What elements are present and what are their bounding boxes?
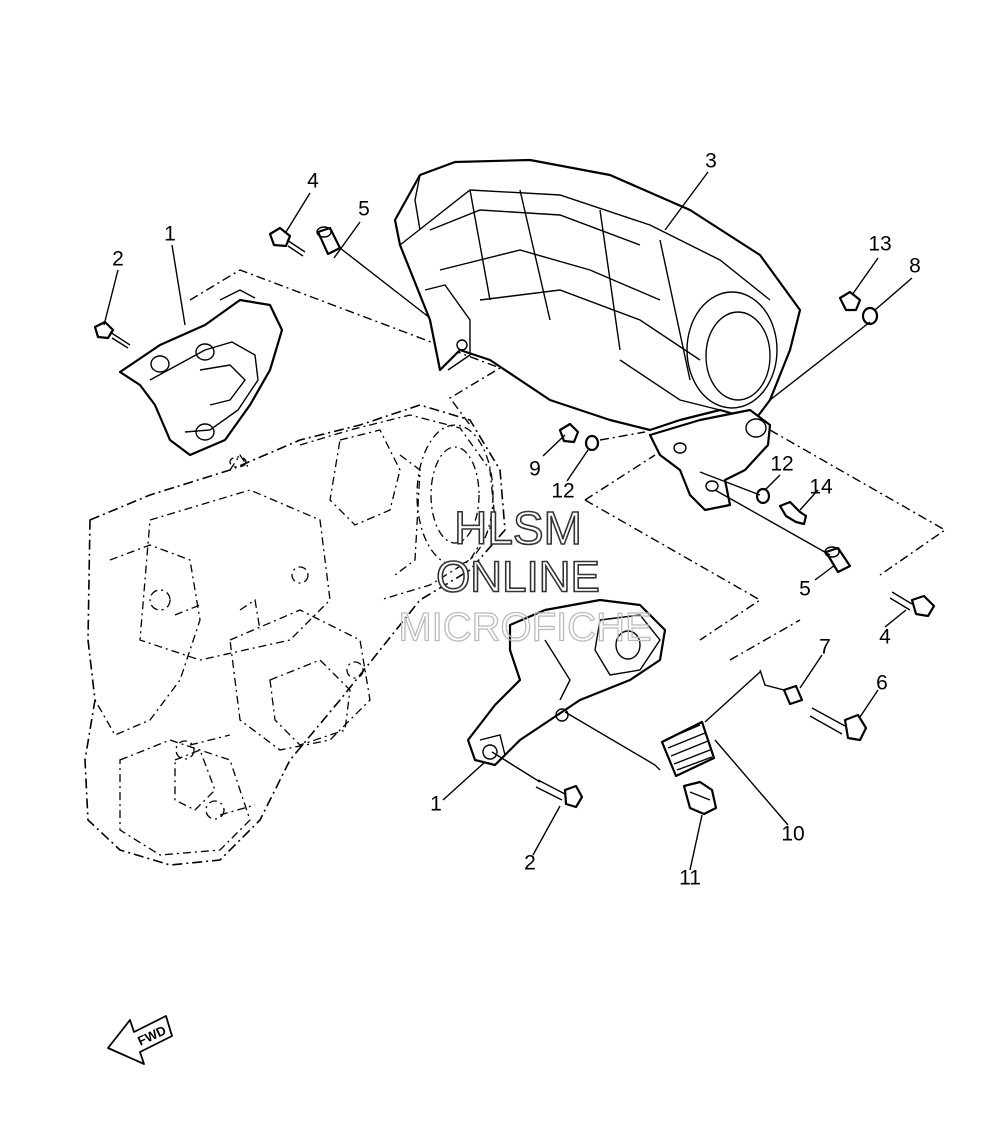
axis-line-5 xyxy=(339,247,431,319)
leader-dash-4 xyxy=(769,429,947,576)
callout-leaders xyxy=(103,171,913,871)
bolt-6 xyxy=(809,707,868,742)
callout-6: 6 xyxy=(876,672,888,695)
washer-12-right xyxy=(755,487,771,505)
engine-housing xyxy=(84,404,506,866)
callout-2-upper: 2 xyxy=(112,248,124,271)
callout-12-right: 12 xyxy=(770,453,793,476)
bolt-4-upper xyxy=(268,226,306,257)
collar-5-lower xyxy=(824,546,852,574)
watermark-line-1: HLSM xyxy=(454,502,582,554)
bolt-2-lower xyxy=(535,779,584,809)
callout-7: 7 xyxy=(819,636,831,659)
bolt-11 xyxy=(682,780,718,816)
watermark-line-3: MICROFICHE xyxy=(398,606,651,650)
axis-line-7 xyxy=(759,669,785,691)
fwd-arrow-icon: FWD xyxy=(107,1015,173,1065)
watermark-line-2: ONLINE xyxy=(436,553,600,602)
axis-line-12 xyxy=(699,471,761,496)
axis-line-5b xyxy=(714,489,831,556)
leader-dash-3 xyxy=(584,499,762,641)
nut-13 xyxy=(838,290,862,312)
callout-13: 13 xyxy=(868,233,891,256)
nipple-14 xyxy=(778,500,808,526)
callout-4-upper: 4 xyxy=(307,170,319,193)
callout-1-lower: 1 xyxy=(430,793,442,816)
watermark: HLSM ONLINE MICROFICHE xyxy=(398,501,653,650)
callout-1-upper: 1 xyxy=(164,223,176,246)
callout-4-lower: 4 xyxy=(879,626,891,649)
axis-line-2 xyxy=(491,751,541,783)
callout-12-left: 12 xyxy=(551,480,574,503)
bolt-2-upper xyxy=(93,320,131,349)
callout-11: 11 xyxy=(679,867,701,890)
bracket-lower xyxy=(466,598,667,767)
washer-8 xyxy=(861,306,879,326)
axis-line-8 xyxy=(769,321,871,401)
callout-8: 8 xyxy=(909,255,921,278)
leader-dash-5 xyxy=(729,619,801,661)
callout-10: 10 xyxy=(781,823,804,846)
callout-5-upper: 5 xyxy=(358,198,370,221)
callout-5-lower: 5 xyxy=(799,578,811,601)
bracket-upper xyxy=(118,289,284,457)
callout-3: 3 xyxy=(705,150,717,173)
callout-2-lower: 2 xyxy=(524,852,536,875)
spring-10 xyxy=(564,671,761,778)
callout-14: 14 xyxy=(809,476,833,499)
nut-9 xyxy=(558,422,580,444)
collar-7 xyxy=(782,684,804,706)
callout-9: 9 xyxy=(529,458,541,481)
collar-5-upper xyxy=(316,226,342,256)
leader-dash-6 xyxy=(599,431,646,441)
washer-12-left xyxy=(584,434,600,452)
leader-dash-1 xyxy=(189,269,502,426)
intake-bracket xyxy=(648,408,772,512)
leader-dash-2 xyxy=(584,454,656,501)
bolt-4-lower xyxy=(889,591,936,618)
intake-cover xyxy=(393,158,802,432)
